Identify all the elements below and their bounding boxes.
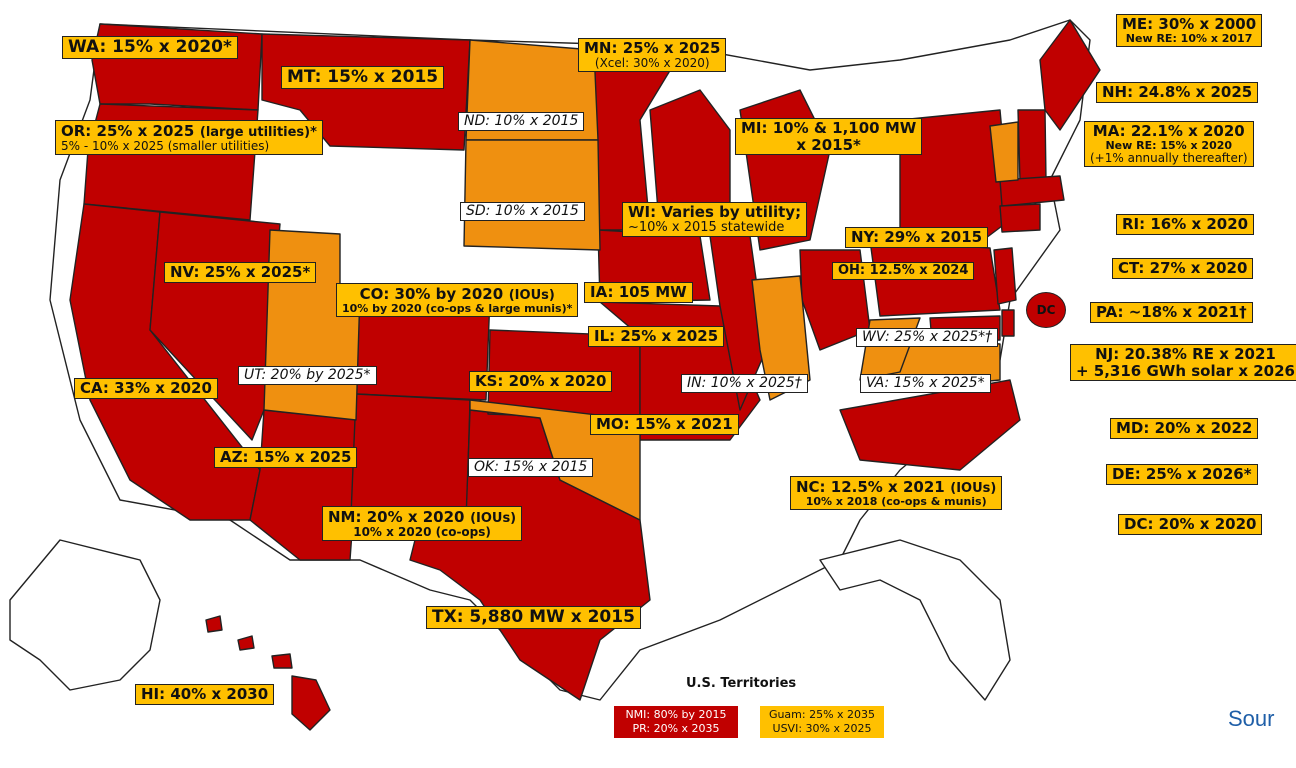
label-mt: MT: 15% x 2015 xyxy=(281,66,445,89)
label-nh: NH: 24.8% x 2025 xyxy=(1096,82,1259,103)
label-ma: MA: 22.1% x 2020 New RE: 15% x 2020 (+1%… xyxy=(1084,121,1254,167)
label-me-main: ME: 30% x 2000 xyxy=(1122,15,1257,33)
label-nd: ND: 10% x 2015 xyxy=(458,112,585,132)
territory-nmi: NMI: 80% by 2015 xyxy=(625,708,727,721)
label-in: IN: 10% x 2025† xyxy=(681,374,808,394)
label-nc-sub: 10% x 2018 (co-ops & munis) xyxy=(805,495,987,509)
territories-title: U.S. Territories xyxy=(686,676,797,691)
label-ia: IA: 105 MW xyxy=(584,282,693,303)
label-nv: NV: 25% x 2025* xyxy=(164,262,317,283)
label-ct: CT: 27% x 2020 xyxy=(1112,258,1254,279)
label-ma-sub2: (+1% annually thereafter) xyxy=(1090,150,1248,165)
label-nj-sub: + 5,316 GWh solar x 2026 xyxy=(1076,361,1295,380)
state-nj xyxy=(993,247,1017,305)
territories-goal-box: Guam: 25% x 2035 USVI: 30% x 2025 xyxy=(760,706,884,738)
label-ks: KS: 20% x 2020 xyxy=(469,371,613,392)
label-hi: HI: 40% x 2030 xyxy=(135,684,275,705)
label-va: VA: 15% x 2025* xyxy=(860,374,991,394)
label-md: MD: 20% x 2022 xyxy=(1110,418,1259,439)
label-ca: CA: 33% x 2020 xyxy=(74,378,218,399)
source-note: Sour xyxy=(1228,706,1275,731)
label-mn-sub: (Xcel: 30% x 2020) xyxy=(594,55,710,70)
label-mn-main: MN: 25% x 2025 xyxy=(584,39,721,57)
label-nm-main: NM: 20% x 2020 xyxy=(328,508,465,526)
label-nm-tag: (IOUs) xyxy=(470,511,517,526)
label-or-tag: (large utilities)* xyxy=(199,125,317,140)
label-ma-sub: New RE: 15% x 2020 xyxy=(1105,138,1233,152)
label-co-sub: 10% by 2020 (co-ops & large munis)* xyxy=(342,302,573,316)
label-nm-sub: 10% x 2020 (co-ops) xyxy=(353,525,491,540)
state-ak xyxy=(9,539,161,691)
label-oh: OH: 12.5% x 2024 xyxy=(832,262,975,281)
state-ma xyxy=(999,175,1065,207)
label-mi-main: MI: 10% & 1,100 MW xyxy=(741,119,917,137)
label-nc-main: NC: 12.5% x 2021 xyxy=(796,478,945,496)
label-mo: MO: 15% x 2021 xyxy=(590,414,739,435)
label-or-sub: 5% - 10% x 2025 (smaller utilities) xyxy=(61,139,270,154)
label-me-sub: New RE: 10% x 2017 xyxy=(1125,31,1253,45)
label-mi: MI: 10% & 1,100 MW x 2015* xyxy=(735,118,923,155)
state-sd xyxy=(463,139,601,251)
territory-guam: Guam: 25% x 2035 xyxy=(768,708,876,721)
state-me xyxy=(1039,19,1101,131)
label-or-main: OR: 25% x 2025 xyxy=(61,122,195,140)
label-me: ME: 30% x 2000 New RE: 10% x 2017 xyxy=(1116,14,1263,47)
state-de xyxy=(1001,309,1015,337)
label-wi-sub: ~10% x 2015 statewide xyxy=(628,219,785,235)
label-de: DE: 25% x 2026* xyxy=(1106,464,1258,485)
label-ok: OK: 15% x 2015 xyxy=(468,458,594,478)
label-tx: TX: 5,880 MW x 2015 xyxy=(426,606,641,629)
label-sd: SD: 10% x 2015 xyxy=(460,202,585,222)
state-hi xyxy=(291,675,331,731)
label-nc-tag: (IOUs) xyxy=(950,481,997,496)
state-hi-oahu xyxy=(237,635,255,651)
dc-marker: DC xyxy=(1026,292,1066,328)
label-wi: WI: Varies by utility; ~10% x 2015 state… xyxy=(622,202,808,237)
state-ct xyxy=(999,203,1041,233)
label-nm: NM: 20% x 2020 (IOUs) 10% x 2020 (co-ops… xyxy=(322,506,523,542)
state-ny xyxy=(899,109,1011,251)
label-or: OR: 25% x 2025 (large utilities)* 5% - 1… xyxy=(55,120,323,156)
label-mi-sub: x 2015* xyxy=(796,135,861,154)
label-ny: NY: 29% x 2015 xyxy=(845,227,989,248)
label-wv: WV: 25% x 2025*† xyxy=(856,328,999,348)
label-ut: UT: 20% by 2025* xyxy=(238,366,377,386)
state-hi-maui xyxy=(271,653,293,669)
label-il: IL: 25% x 2025 xyxy=(588,326,725,347)
label-dc: DC: 20% x 2020 xyxy=(1118,514,1263,535)
label-co: CO: 30% by 2020 (IOUs) 10% by 2020 (co-o… xyxy=(336,283,579,318)
label-ri: RI: 16% x 2020 xyxy=(1116,214,1255,235)
label-pa: PA: ~18% x 2021† xyxy=(1090,302,1253,323)
label-nj-main: NJ: 20.38% RE x 2021 xyxy=(1095,345,1276,363)
label-co-main: CO: 30% by 2020 xyxy=(359,285,504,303)
state-hi-kauai xyxy=(205,615,223,633)
label-nc: NC: 12.5% x 2021 (IOUs) 10% x 2018 (co-o… xyxy=(790,476,1003,511)
label-co-tag: (IOUs) xyxy=(508,288,555,303)
label-wi-main: WI: Varies by utility; xyxy=(628,203,802,221)
label-mn: MN: 25% x 2025 (Xcel: 30% x 2020) xyxy=(578,38,727,72)
state-fl xyxy=(819,539,1011,701)
territory-usvi: USVI: 30% x 2025 xyxy=(772,721,872,735)
state-vt xyxy=(989,121,1019,183)
label-az: AZ: 15% x 2025 xyxy=(214,447,358,468)
territories-rps-box: NMI: 80% by 2015 PR: 20% x 2035 xyxy=(614,706,738,738)
label-nj: NJ: 20.38% RE x 2021 + 5,316 GWh solar x… xyxy=(1070,344,1296,381)
label-wa: WA: 15% x 2020* xyxy=(62,36,238,59)
territory-pr: PR: 20% x 2035 xyxy=(632,721,720,735)
label-ma-main: MA: 22.1% x 2020 xyxy=(1092,122,1245,140)
state-nh xyxy=(1017,109,1047,183)
